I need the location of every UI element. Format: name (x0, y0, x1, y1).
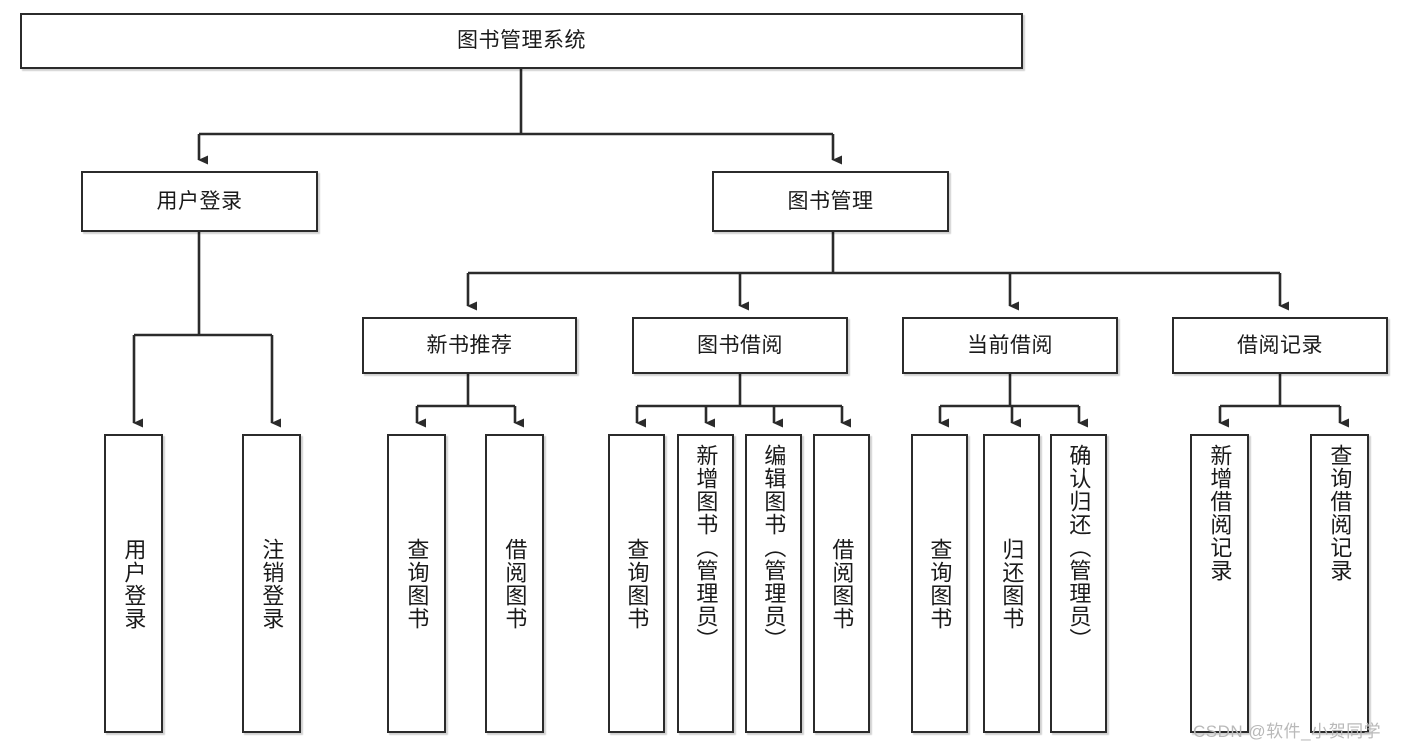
leaf-node-1-label: 注销登录 (259, 537, 285, 630)
leaf-node-5[interactable]: 新增图书（管理员） (677, 434, 734, 733)
leaf-node-11[interactable]: 新增借阅记录 (1190, 434, 1249, 733)
level3-node-0[interactable]: 新书推荐 (362, 317, 577, 374)
leaf-node-12-label: 查询借阅记录 (1327, 444, 1353, 582)
leaf-node-11-label: 新增借阅记录 (1207, 444, 1233, 582)
level3-node-3[interactable]: 借阅记录 (1172, 317, 1388, 374)
leaf-node-10-label: 确认归还（管理员） (1066, 444, 1092, 651)
level2-node-0-label: 用户登录 (156, 189, 243, 213)
level2-node-0[interactable]: 用户登录 (81, 171, 318, 232)
leaf-node-3-label: 借阅图书 (502, 537, 528, 630)
leaf-node-6[interactable]: 编辑图书（管理员） (745, 434, 802, 733)
leaf-node-9-label: 归还图书 (999, 537, 1025, 630)
level3-node-2[interactable]: 当前借阅 (902, 317, 1118, 374)
leaf-node-12[interactable]: 查询借阅记录 (1310, 434, 1369, 733)
level3-node-3-label: 借阅记录 (1237, 333, 1323, 357)
leaf-node-9[interactable]: 归还图书 (983, 434, 1040, 733)
edges (132, 69, 1349, 428)
leaf-node-8-label: 查询图书 (927, 537, 953, 630)
leaf-node-0[interactable]: 用户登录 (104, 434, 163, 733)
leaf-node-7[interactable]: 借阅图书 (813, 434, 870, 733)
leaf-node-5-label: 新增图书（管理员） (693, 444, 719, 651)
leaf-node-4-label: 查询图书 (624, 537, 650, 630)
leaf-node-0-label: 用户登录 (121, 537, 147, 630)
level3-node-1[interactable]: 图书借阅 (632, 317, 848, 374)
leaf-node-2-label: 查询图书 (404, 537, 430, 630)
leaf-node-6-label: 编辑图书（管理员） (761, 444, 787, 651)
level2-node-1-label: 图书管理 (787, 189, 874, 213)
leaf-node-8[interactable]: 查询图书 (911, 434, 968, 733)
root-node-label: 图书管理系统 (457, 29, 586, 53)
leaf-node-7-label: 借阅图书 (829, 537, 855, 630)
leaf-node-1[interactable]: 注销登录 (242, 434, 301, 733)
level3-node-2-label: 当前借阅 (967, 333, 1053, 357)
level3-node-0-label: 新书推荐 (426, 333, 513, 357)
leaf-node-3[interactable]: 借阅图书 (485, 434, 544, 733)
leaf-node-2[interactable]: 查询图书 (387, 434, 446, 733)
level2-node-1[interactable]: 图书管理 (712, 171, 949, 232)
root-node[interactable]: 图书管理系统 (20, 13, 1023, 69)
csdn-watermark: CSDN @软件_小贺同学 (1193, 722, 1382, 741)
leaf-node-10[interactable]: 确认归还（管理员） (1050, 434, 1107, 733)
leaf-node-4[interactable]: 查询图书 (608, 434, 665, 733)
level3-node-1-label: 图书借阅 (697, 333, 783, 357)
